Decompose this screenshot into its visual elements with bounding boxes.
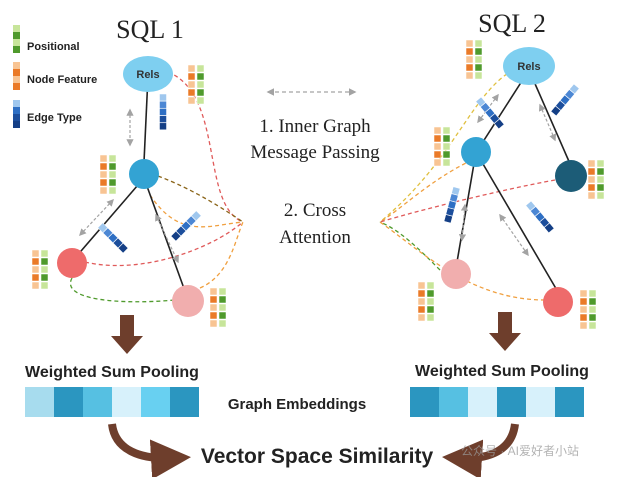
sql1-down-arrow <box>111 315 143 354</box>
embedding-cell <box>497 387 526 417</box>
sql2-message-arrow <box>458 203 469 242</box>
node-feature-stack <box>587 159 605 200</box>
embedding-cell <box>141 387 170 417</box>
node-feature-stack <box>187 64 205 105</box>
edge-type-icon <box>443 186 461 224</box>
vector-similarity-label: Vector Space Similarity <box>201 445 434 468</box>
node-feature-stack <box>417 281 435 322</box>
sql1-left-node <box>57 248 87 278</box>
legend-node-feature-label: Node Feature <box>27 74 97 86</box>
sql1-cross-link <box>167 71 244 223</box>
sql1-cross-link <box>199 221 244 289</box>
node-feature-stack <box>579 289 597 330</box>
step1-line2: Message Passing <box>250 142 380 163</box>
embedding-cell <box>468 387 497 417</box>
sql1-cross-link <box>69 277 176 303</box>
step2-line1: 2. Cross <box>284 200 346 221</box>
step2-line2: Attention <box>279 227 351 248</box>
node-feature-legend-icon <box>13 62 20 90</box>
edge-type-icon <box>550 83 580 117</box>
edge-type-icons <box>97 83 580 254</box>
sql2-dark-node <box>555 160 587 192</box>
embedding-cell <box>526 387 555 417</box>
watermark: 公众号 · AI爱好者小站 <box>461 444 579 458</box>
sql2-rels-label: Rels <box>517 61 540 73</box>
edge-type-icon <box>170 210 202 242</box>
graph-embeddings-label: Graph Embeddings <box>228 396 366 413</box>
sql1-message-arrow <box>79 198 114 237</box>
sql2-message-arrow <box>538 103 557 142</box>
sql2-edge <box>456 151 477 263</box>
sql2-message-arrow <box>499 213 529 257</box>
node-feature-stack <box>433 126 451 167</box>
sql2-cross-link <box>379 159 473 223</box>
sql2-rels-node <box>503 47 555 85</box>
embedding-cell <box>410 387 439 417</box>
edge-type-icon <box>475 96 505 130</box>
legend: Positional Node Feature Edge Type <box>13 25 97 128</box>
embedding-cell <box>439 387 468 417</box>
embedding-cell <box>83 387 112 417</box>
sql2-right-node <box>543 287 573 317</box>
sql2-embedding-bar <box>410 387 584 417</box>
sql1-mid-node <box>129 159 159 189</box>
sql1-right-node <box>172 285 204 317</box>
node-feature-stack <box>31 249 49 290</box>
sql2-down-arrow <box>489 312 521 351</box>
sql1-title: SQL 1 <box>116 15 184 44</box>
sql2-title: SQL 2 <box>478 9 546 38</box>
sql1-pooling-label: Weighted Sum Pooling <box>25 364 199 381</box>
embedding-cell <box>170 387 199 417</box>
embedding-cell <box>112 387 141 417</box>
sql2-pooling-label: Weighted Sum Pooling <box>415 363 589 380</box>
embedding-cell <box>25 387 54 417</box>
legend-positional-label: Positional <box>27 41 80 53</box>
step1-line1: 1. Inner Graph <box>259 116 371 137</box>
sql2-similarity-arrow <box>442 423 519 477</box>
node-feature-stack <box>99 154 117 195</box>
embedding-cell <box>54 387 83 417</box>
edge-type-icon <box>525 200 555 234</box>
sql1-rels-node <box>123 56 173 92</box>
sql1-cross-link <box>149 194 244 228</box>
feature-stacks <box>31 39 605 330</box>
edge-type-legend-icon <box>13 100 20 128</box>
sql1-graph: Rels <box>57 56 244 317</box>
sql2-left-node <box>441 259 471 289</box>
sql2-cross-link <box>379 179 556 223</box>
sql2-graph: Rels <box>379 47 587 317</box>
embedding-cell <box>555 387 584 417</box>
sql1-message-arrow <box>155 213 179 264</box>
edge-type-icon <box>159 93 167 131</box>
legend-edge-type-label: Edge Type <box>27 112 82 124</box>
node-feature-stack <box>209 287 227 328</box>
node-feature-stack <box>465 39 483 80</box>
sql2-cross-link <box>379 221 441 271</box>
sql2-cross-link <box>379 69 514 223</box>
sql1-similarity-arrow <box>108 423 191 477</box>
edge-type-icon <box>97 222 129 254</box>
sql1-embedding-bar <box>25 387 199 417</box>
positional-legend-icon <box>13 25 20 53</box>
sql2-mid-node <box>461 137 491 167</box>
sql1-rels-label: Rels <box>136 69 159 81</box>
